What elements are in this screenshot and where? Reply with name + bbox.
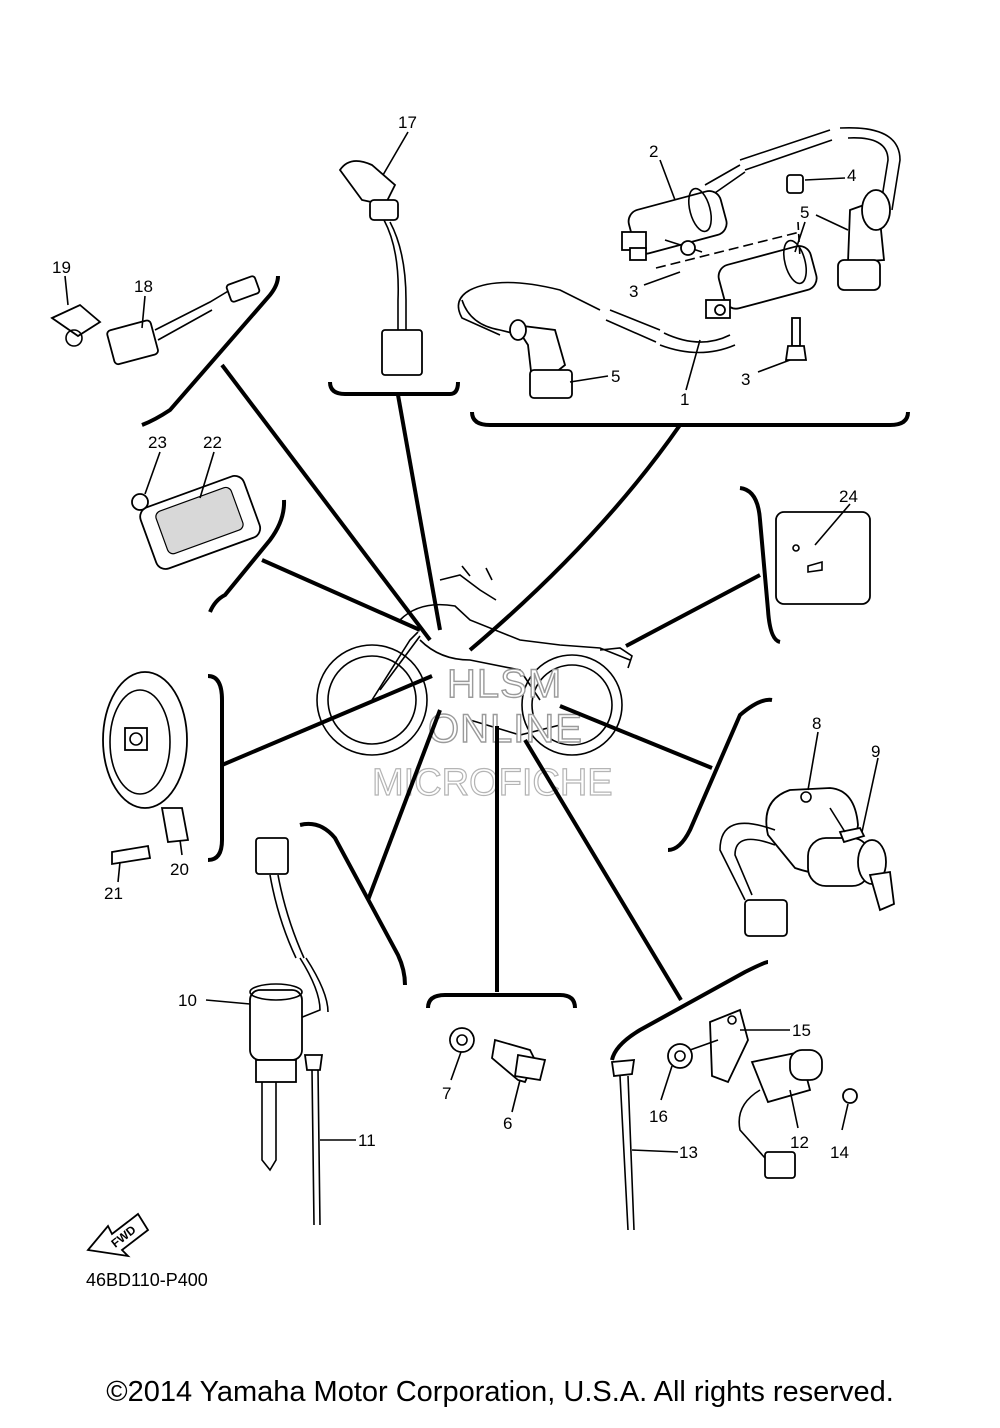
callout-5a: 5: [800, 203, 809, 222]
callout-1: 1: [680, 390, 689, 409]
part-20-21-horn: [102, 671, 190, 866]
callout-21: 21: [104, 884, 123, 903]
group-leader-lines: [220, 363, 761, 1002]
callout-5b: 5: [611, 367, 620, 386]
part-22-23-reflector: [131, 475, 262, 570]
part-12-16-switch: [610, 1008, 858, 1231]
part-17-switch: [338, 160, 423, 376]
callout-8: 8: [812, 714, 821, 733]
watermark-line-2: ONLINE: [428, 707, 583, 751]
callout-12: 12: [790, 1133, 809, 1152]
callout-20: 20: [170, 860, 189, 879]
callout-3a: 3: [629, 282, 638, 301]
callout-4: 4: [847, 166, 856, 185]
callout-10: 10: [178, 991, 197, 1010]
callout-6: 6: [503, 1114, 512, 1133]
callout-23: 23: [148, 433, 167, 452]
part-24-reflector: [775, 511, 871, 605]
callout-17: 17: [398, 113, 417, 132]
fwd-arrow-icon: FWD: [86, 1212, 150, 1258]
callout-7: 7: [442, 1084, 451, 1103]
diagram-code: 46BD110-P400: [86, 1270, 208, 1290]
callout-3b: 3: [741, 370, 750, 389]
callout-18: 18: [134, 277, 153, 296]
part-10-11-switch: [249, 837, 329, 1226]
motorcycle-silhouette: [316, 565, 633, 756]
part-6-7-sensor: [449, 1027, 547, 1084]
callout-22: 22: [203, 433, 222, 452]
callout-13: 13: [679, 1143, 698, 1162]
callout-16: 16: [649, 1107, 668, 1126]
copyright-footer: ©2014 Yamaha Motor Corporation, U.S.A. A…: [106, 1376, 894, 1408]
group-braces: [141, 275, 910, 1061]
ignition-coil-assembly: [457, 126, 901, 399]
callout-11: 11: [358, 1131, 376, 1150]
watermark-line-1: HLSM: [447, 662, 562, 706]
callout-9: 9: [871, 742, 880, 761]
callout-15: 15: [792, 1021, 811, 1040]
callout-24: 24: [839, 487, 858, 506]
callout-14: 14: [830, 1143, 849, 1162]
part-callouts: 1 2 3 3 4 5 5 6 7 8 9 10 11 12 13 14: [52, 113, 880, 1162]
callout-2: 2: [649, 142, 658, 161]
callout-19: 19: [52, 258, 71, 277]
part-8-9-main-switch: [719, 787, 895, 937]
part-18-19-relay: [50, 275, 261, 366]
